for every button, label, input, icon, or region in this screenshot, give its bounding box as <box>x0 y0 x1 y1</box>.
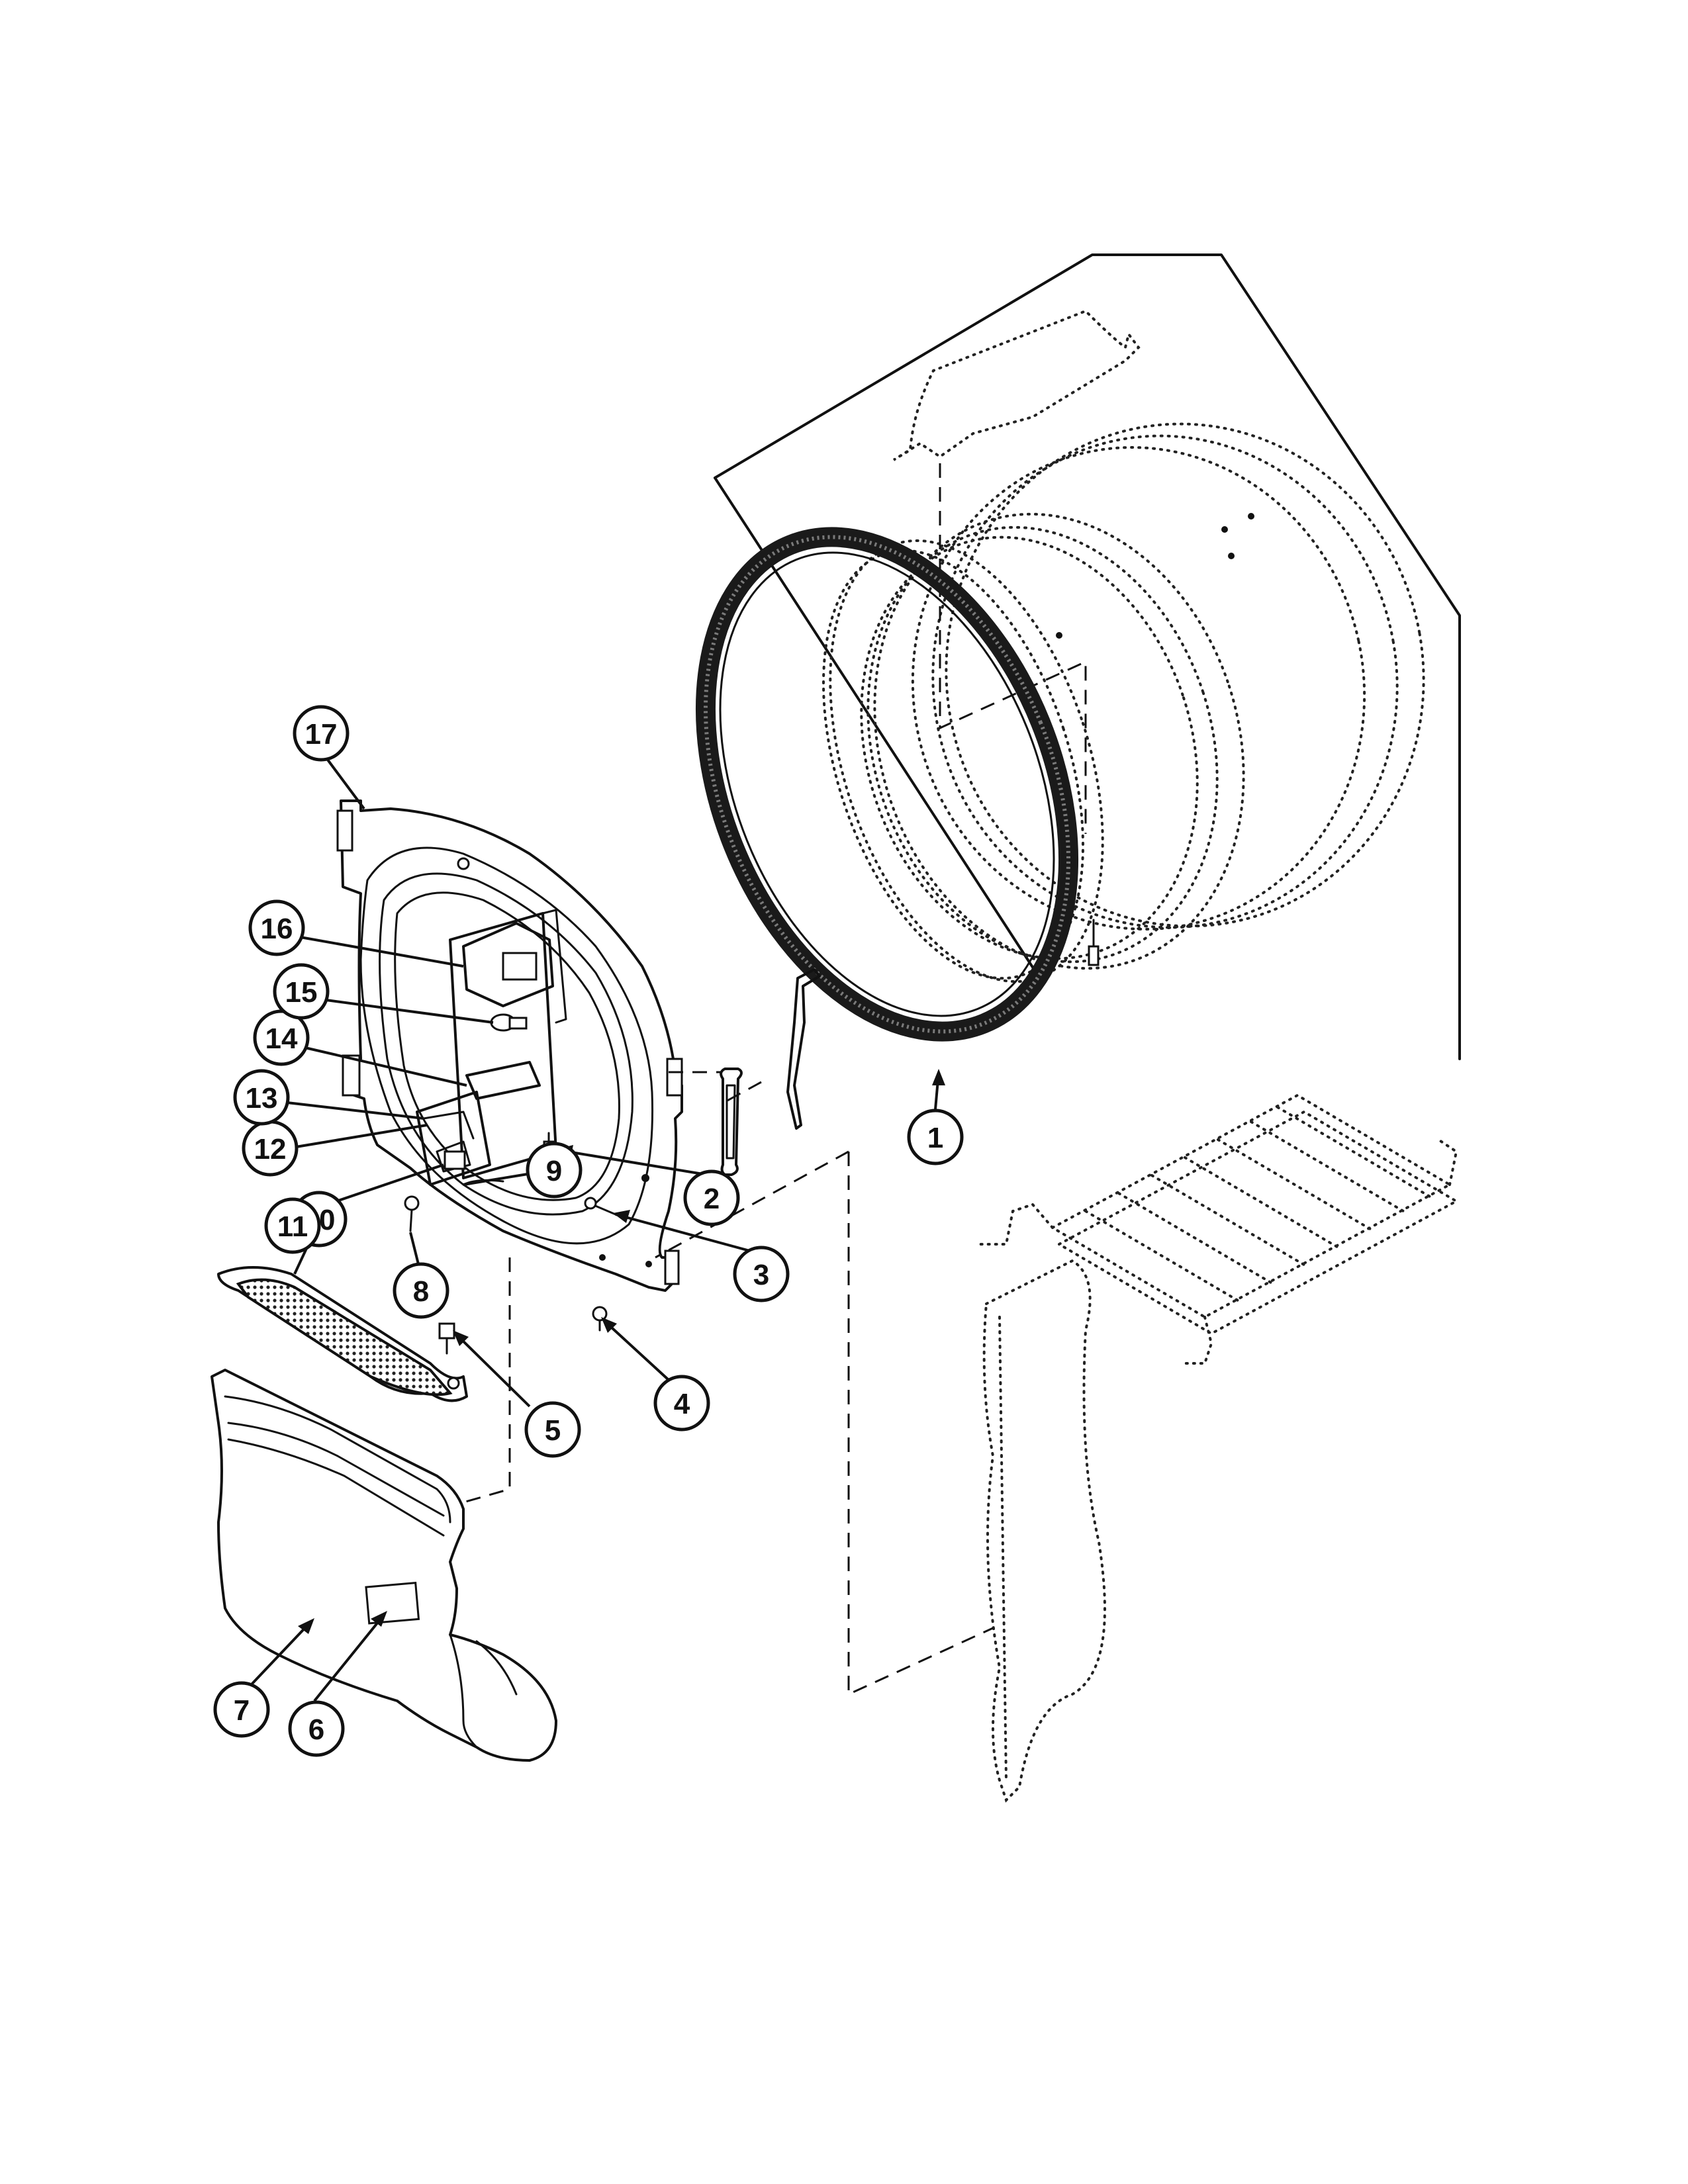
screw-4 <box>592 1306 608 1332</box>
svg-text:3: 3 <box>753 1259 769 1291</box>
callout-12: 12 <box>242 1120 299 1177</box>
screw-8 <box>404 1195 420 1232</box>
screw-5 <box>438 1322 455 1355</box>
svg-text:13: 13 <box>246 1082 278 1115</box>
duct-guide-line <box>463 1257 511 1504</box>
drum-seal-gasket <box>696 527 1078 1042</box>
front-bulkhead <box>336 799 683 1292</box>
callout-7: 7 <box>213 1681 270 1738</box>
switch-housing <box>462 922 554 1007</box>
svg-text:1: 1 <box>927 1122 943 1154</box>
callout-2: 2 <box>683 1169 740 1226</box>
callout-16: 16 <box>248 899 305 956</box>
callout-17: 17 <box>293 705 350 762</box>
svg-text:4: 4 <box>674 1388 690 1420</box>
callout-1: 1 <box>907 1109 964 1165</box>
panel-guide-line-2 <box>655 1150 849 1259</box>
svg-text:2: 2 <box>704 1183 720 1215</box>
callout-15: 15 <box>273 963 330 1020</box>
svg-text:17: 17 <box>305 718 338 751</box>
cabinet-outline <box>714 253 1461 1060</box>
latch-rod <box>786 968 821 1130</box>
lint-screen <box>217 1266 468 1402</box>
callout-5: 5 <box>524 1401 581 1458</box>
svg-text:12: 12 <box>254 1133 287 1165</box>
svg-text:7: 7 <box>234 1694 250 1727</box>
svg-text:6: 6 <box>308 1713 324 1746</box>
drum-phantom <box>821 309 1425 983</box>
svg-text:15: 15 <box>285 976 318 1009</box>
lamp-lens <box>465 1061 541 1100</box>
hinge-guide-line <box>724 1081 762 1103</box>
callout-9: 9 <box>526 1142 583 1199</box>
callout-13: 13 <box>233 1069 290 1126</box>
lint-duct <box>211 1369 557 1762</box>
drum-screw <box>1088 919 1100 966</box>
callout-14: 14 <box>253 1009 310 1066</box>
sensor-bracket <box>416 1091 491 1186</box>
svg-text:16: 16 <box>261 913 293 945</box>
hinge-bracket <box>720 1068 743 1176</box>
wire-rack-phantom <box>978 1093 1460 1365</box>
svg-text:5: 5 <box>545 1414 561 1447</box>
duct-label <box>365 1581 420 1625</box>
lamp-socket <box>490 1013 528 1032</box>
panel-guide-line <box>847 1152 994 1696</box>
side-panel-phantom <box>982 1259 1106 1803</box>
callout-11: 11 <box>264 1197 321 1254</box>
svg-text:9: 9 <box>546 1155 562 1187</box>
callout-4: 4 <box>653 1375 710 1432</box>
callout-8: 8 <box>393 1262 449 1319</box>
callout-3: 3 <box>733 1246 790 1302</box>
svg-text:11: 11 <box>277 1210 308 1243</box>
screw-3 <box>584 1197 617 1216</box>
callout-6: 6 <box>288 1700 345 1757</box>
svg-text:8: 8 <box>413 1275 429 1308</box>
svg-text:14: 14 <box>265 1023 298 1055</box>
leader-lines <box>250 758 945 1702</box>
